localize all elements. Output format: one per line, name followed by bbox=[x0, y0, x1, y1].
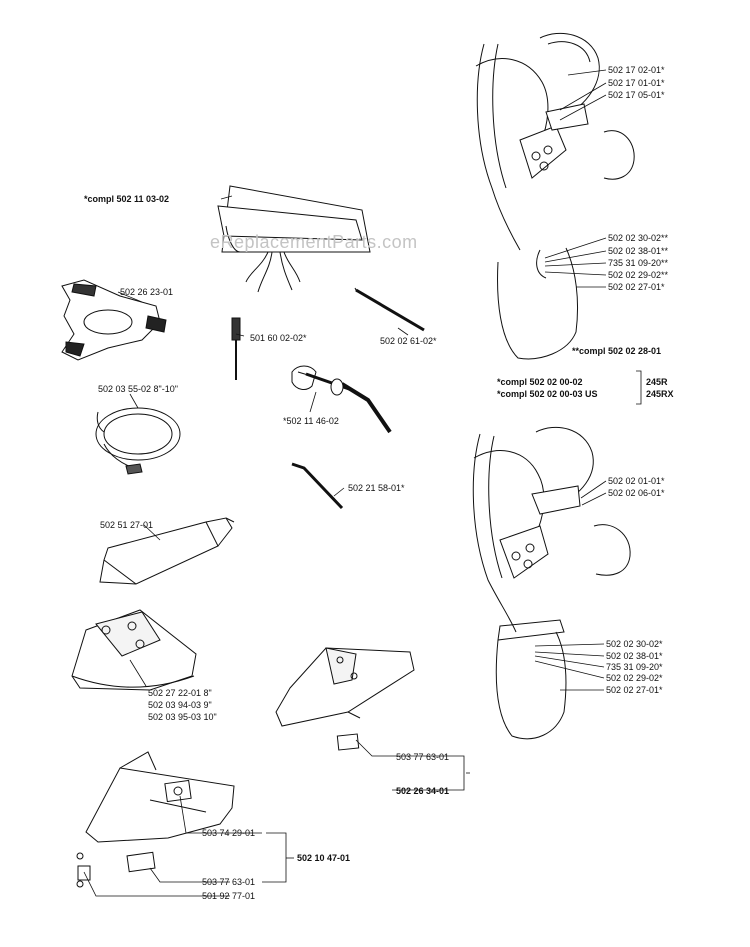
label-compl-2: *compl 502 02 00-03 US bbox=[497, 389, 598, 399]
label-harness1-compl: **compl 502 02 28-01 bbox=[572, 346, 662, 356]
label-screwdriver: 501 60 02-02* bbox=[250, 333, 307, 343]
label-harness1-d: 502 02 30-02** bbox=[608, 233, 669, 243]
label-model-245r: 245R bbox=[646, 377, 668, 387]
label-guard-9in: 502 03 94-03 9" bbox=[148, 700, 212, 710]
label-harness2-g: 502 02 27-01* bbox=[606, 685, 663, 695]
label-harness1-f: 735 31 09-20** bbox=[608, 258, 669, 268]
label-harness1-g: 502 02 29-02** bbox=[608, 270, 669, 280]
box-spanner-drawing bbox=[291, 365, 392, 434]
screwdriver-drawing bbox=[231, 317, 241, 380]
label-box-spanner: *502 11 46-02 bbox=[283, 416, 339, 426]
label-grease-tube: 502 51 27-01 bbox=[100, 520, 154, 530]
big-guard-drawing bbox=[76, 751, 235, 888]
label-big-guard-plate2: 503 77 63-01 bbox=[202, 877, 256, 887]
label-tool-bag: *compl 502 11 03-02 bbox=[84, 194, 170, 204]
hex-key-drawing bbox=[291, 462, 344, 510]
harness-lower-drawing bbox=[472, 426, 631, 740]
harness-upper-drawing bbox=[475, 32, 635, 360]
label-harness1-h: 502 02 27-01* bbox=[608, 282, 665, 292]
label-model-245rx: 245RX bbox=[646, 389, 674, 399]
label-harness1-a: 502 17 02-01* bbox=[608, 65, 665, 75]
label-harness2-e: 735 31 09-20* bbox=[606, 662, 663, 672]
label-big-guard-kit: 502 10 47-01 bbox=[297, 853, 351, 863]
label-rod: 502 02 61-02* bbox=[380, 336, 437, 346]
label-guard-10in: 502 03 95-03 10" bbox=[148, 712, 217, 722]
label-harness2-a: 502 02 01-01* bbox=[608, 476, 665, 486]
guard-kit-drawing bbox=[275, 647, 415, 751]
label-flange-disc: 502 26 23-01 bbox=[120, 287, 174, 297]
label-guard-kit-plate: 503 77 63-01 bbox=[396, 752, 450, 762]
grease-tube-drawing bbox=[99, 517, 235, 585]
label-harness2-b: 502 02 06-01* bbox=[608, 488, 665, 498]
label-hex-key: 502 21 58-01* bbox=[348, 483, 405, 493]
tool-bag-drawing bbox=[217, 185, 371, 293]
label-harness2-d: 502 02 38-01* bbox=[606, 651, 663, 661]
watermark-text: eReplacementParts.com bbox=[210, 232, 418, 252]
label-big-guard-plate: 503 74 29-01 bbox=[202, 828, 256, 838]
label-guard-8in: 502 27 22-01 8" bbox=[148, 688, 212, 698]
rod-drawing bbox=[354, 287, 425, 332]
label-harness1-c: 502 17 05-01* bbox=[608, 90, 665, 100]
flange-disc-drawing bbox=[61, 279, 167, 361]
label-harness1-e: 502 02 38-01** bbox=[608, 246, 669, 256]
guard-ring-drawing bbox=[95, 407, 181, 475]
label-guard-ring: 502 03 55-02 8"-10" bbox=[98, 384, 178, 394]
label-compl-1: *compl 502 02 00-02 bbox=[497, 377, 583, 387]
trimmer-guard-drawing bbox=[71, 609, 197, 691]
label-harness2-f: 502 02 29-02* bbox=[606, 673, 663, 683]
label-harness2-c: 502 02 30-02* bbox=[606, 639, 663, 649]
label-harness1-b: 502 17 01-01* bbox=[608, 78, 665, 88]
leader-lines bbox=[83, 69, 642, 897]
label-guard-kit: 502 26 34-01 bbox=[396, 786, 450, 796]
label-big-guard-screw: 501 92 77-01 bbox=[202, 891, 256, 901]
